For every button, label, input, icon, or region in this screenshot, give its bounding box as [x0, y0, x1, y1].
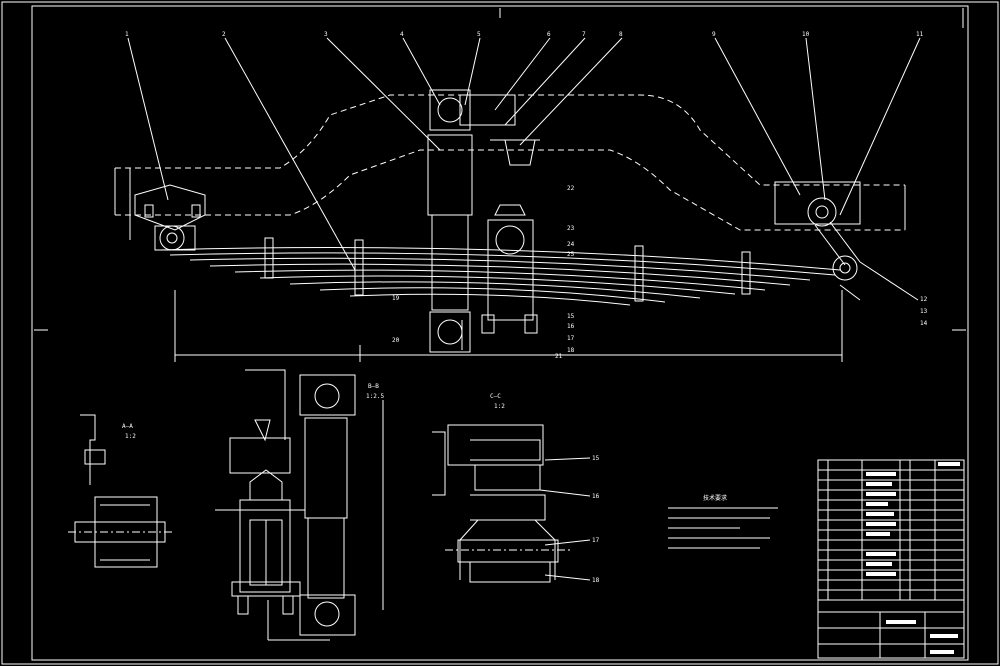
- balloon-14: 14: [920, 320, 928, 327]
- section-a-a-label: A—A: [122, 423, 133, 430]
- section-c-c-view: [432, 424, 591, 583]
- balloon-25: 25: [567, 251, 575, 258]
- balloon-23: 23: [567, 225, 575, 232]
- section-labels: A—A 1:2 B—B 1:2.5 C—C 1:2: [122, 383, 505, 440]
- balloon-3: 3: [324, 31, 328, 38]
- section-a-a-view: [68, 414, 172, 568]
- balloon-18: 18: [567, 347, 575, 354]
- balloon-22: 22: [567, 185, 575, 192]
- axle-u-bolt-assembly: [461, 204, 538, 350]
- balloon-15: 15: [567, 313, 575, 320]
- detail-17: 17: [592, 537, 600, 544]
- balloon-17: 17: [567, 335, 575, 342]
- balloon-13: 13: [920, 308, 928, 315]
- balloon-20: 20: [392, 337, 400, 344]
- balloon-9: 9: [712, 31, 716, 38]
- front-hanger-bracket: [134, 184, 206, 251]
- frame-rail-dashed: [115, 94, 905, 186]
- balloon-16: 16: [567, 323, 575, 330]
- rear-shackle: [774, 181, 861, 301]
- shock-absorber: [427, 89, 540, 353]
- balloon-6: 6: [547, 31, 551, 38]
- notes-title: 技术要求: [703, 494, 727, 502]
- balloon-column-lower: 15 16 17 18 19 20 21: [392, 295, 575, 360]
- balloon-column-center: 22 23 24 25: [567, 185, 575, 258]
- drawing-border: [31, 5, 969, 661]
- balloon-row-top: 1 2 3 4 5 6 7 8 9 10 11: [125, 31, 924, 38]
- balloon-8: 8: [619, 31, 623, 38]
- balloon-19: 19: [392, 295, 400, 302]
- section-b-b-label: B—B: [368, 383, 379, 390]
- leaf-spring-stack: [159, 247, 841, 306]
- balloon-12: 12: [920, 296, 928, 303]
- technical-notes: [668, 507, 778, 549]
- balloon-24: 24: [567, 241, 575, 248]
- balloon-2: 2: [222, 31, 226, 38]
- balloon-column-right: 12 13 14: [920, 296, 928, 327]
- title-block: [817, 459, 965, 659]
- balloon-1: 1: [125, 31, 129, 38]
- balloon-4: 4: [400, 31, 404, 38]
- section-b-b-view: [215, 369, 384, 641]
- detail-balloons: 15 16 17 18: [592, 455, 600, 584]
- leader-lines-top: [127, 37, 921, 301]
- main-elevation-view: [114, 89, 906, 362]
- section-a-a-scale: 1:2: [125, 433, 136, 440]
- section-c-c-scale: 1:2: [494, 403, 505, 410]
- balloon-10: 10: [802, 31, 810, 38]
- balloon-11: 11: [916, 31, 924, 38]
- balloon-7: 7: [582, 31, 586, 38]
- balloon-21: 21: [555, 353, 563, 360]
- detail-16: 16: [592, 493, 600, 500]
- section-c-c-label: C—C: [490, 393, 501, 400]
- section-b-b-scale: 1:2.5: [366, 393, 384, 400]
- spring-clips: [264, 237, 751, 302]
- detail-18: 18: [592, 577, 600, 584]
- balloon-5: 5: [477, 31, 481, 38]
- detail-15: 15: [592, 455, 600, 462]
